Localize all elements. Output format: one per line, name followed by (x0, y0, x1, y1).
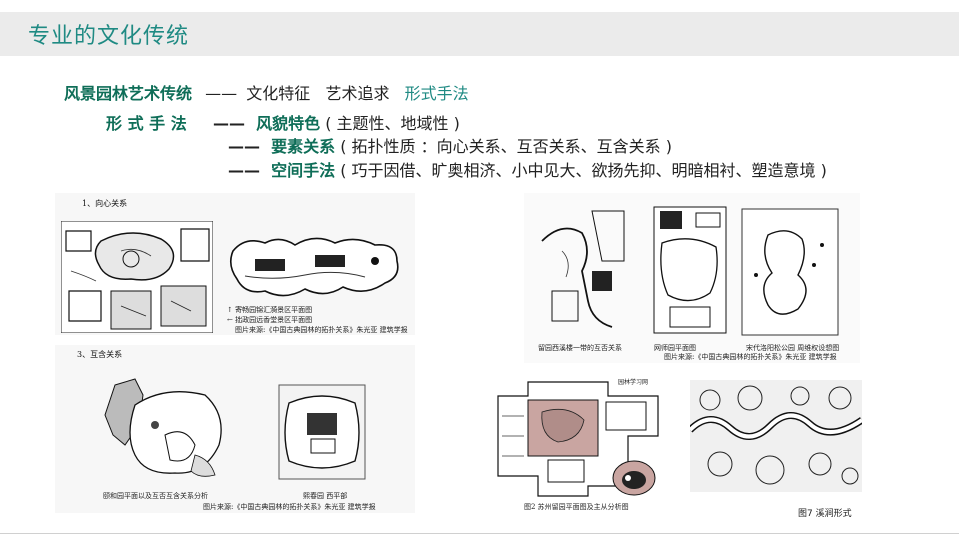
figure-caption: 熙春园 西平部 (303, 492, 348, 500)
title-bar: 专业的文化传统 (0, 12, 959, 56)
figure-source: 图片来源:《中国古典园林的拓扑关系》朱光亚 建筑学报 (664, 353, 837, 361)
figure-section-label: 1、向心关系 (82, 199, 128, 208)
method-dash: —— (213, 114, 245, 133)
stream-form-sketch (690, 380, 862, 492)
zhuozheng-garden-plan (229, 237, 399, 297)
figure-caption: ↑ 寄畅园锦汇漪景区平面图 (227, 306, 313, 314)
methods-label: 形 式 手 法 (106, 114, 187, 133)
intro-line: 风景园林艺术传统 —— 文化特征 艺术追求 形式手法 (64, 80, 469, 104)
summer-palace-plan (104, 378, 222, 477)
intro-label: 风景园林艺术传统 (64, 84, 193, 103)
figure-caption: 网师园平面图 (654, 344, 696, 352)
xichun-garden-plan (278, 384, 366, 480)
figure-section-label: 3、互含关系 (77, 350, 123, 359)
figure-caption: 图7 溪涧形式 (798, 509, 852, 519)
watermark-stamp: 园林学习网 (618, 377, 649, 386)
method-row: —— 要素关系 ( 拓扑性质 ：向心关系、互否关系、互含关系 ) (228, 133, 672, 157)
method-row: —— 风貌特色 ( 主题性、地域性 ) (213, 110, 460, 134)
method-term: 空间手法 (271, 161, 336, 180)
figure-caption: 图2 苏州留园平面图及主从分析图 (524, 503, 629, 511)
figure-source: 图片来源:《中国古典园林的拓扑关系》朱光亚 建筑学报 (235, 326, 408, 334)
liuyuan-west-plan (541, 210, 625, 328)
figure-stream-form: 图7 溪涧形式 (688, 380, 864, 520)
figure-caption: 颐和园平面以及互否互含关系分析 (103, 492, 208, 500)
song-luoyang-garden-plan (741, 208, 839, 336)
liuyuan-full-plan (497, 381, 659, 497)
figure-mutual-negation: 留园西溪楼一带的互否关系 网师园平面图 宋代洛阳松公园 周维权设想图 图片来源:… (524, 193, 860, 363)
method-term: 风貌特色 (256, 114, 321, 133)
figure-caption: 宋代洛阳松公园 周维权设想图 (746, 344, 840, 352)
figure-mutual-inclusion: 3、互含关系 颐和园平面以及互否互含关系分析 熙春园 西平部 图片来源:《中国古… (55, 345, 415, 513)
method-detail: ( 拓扑性质 ：向心关系、互否关系、互含关系 ) (340, 137, 672, 156)
hierarchy-diagram (612, 460, 656, 496)
page-title: 专业的文化传统 (28, 24, 190, 49)
method-term: 要素关系 (271, 137, 336, 156)
figure-source: 图片来源:《中国古典园林的拓扑关系》朱光亚 建筑学报 (203, 503, 376, 511)
intro-dash: —— (205, 84, 238, 103)
method-dash: —— (228, 161, 260, 180)
intro-highlight: 形式手法 (404, 84, 469, 103)
method-detail: ( 主题性、地域性 ) (325, 114, 460, 133)
jichang-garden-plan (61, 221, 213, 333)
figure-caption: 留园西溪楼一带的互否关系 (538, 344, 622, 352)
method-detail: ( 巧于因借、旷奥相济、小中见大、欲扬先抑、明暗相衬、塑造意境 ) (340, 161, 827, 180)
intro-items: 文化特征 艺术追求 (246, 84, 390, 103)
method-dash: —— (228, 137, 260, 156)
figure-caption: ← 拙政园远香堂景区平面图 (227, 316, 313, 324)
figure-liuyuan-plan: 园林学习网 图2 苏州留园平面图及主从分析图 (484, 374, 674, 514)
bottom-divider (0, 533, 959, 534)
method-row: —— 空间手法 ( 巧于因借、旷奥相济、小中见大、欲扬先抑、明暗相衬、塑造意境 … (228, 157, 827, 181)
figure-centripetal: 1、向心关系 ↑ 寄畅园锦汇漪景区平面图 ← 拙政园远香堂景区平面图 图片来源:… (55, 193, 415, 335)
wangshi-garden-plan (653, 206, 727, 334)
